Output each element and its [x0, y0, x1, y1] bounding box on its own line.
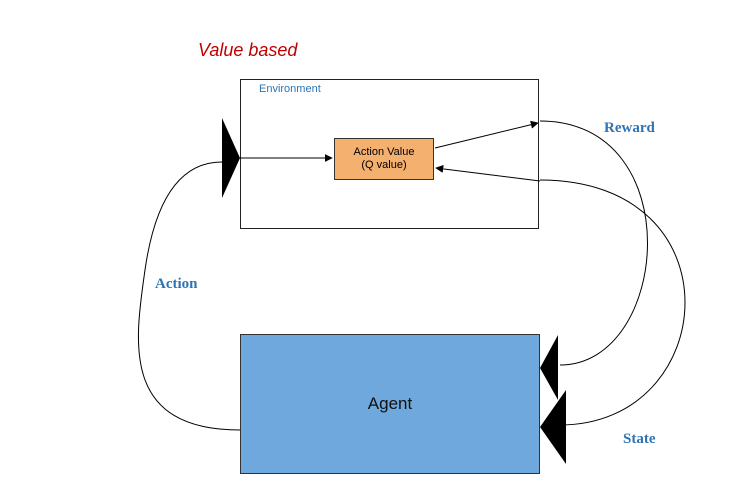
reward-arrowhead — [540, 335, 558, 400]
action-label: Action — [155, 276, 198, 292]
action-value-box: Action Value (Q value) — [334, 138, 434, 180]
reward-label: Reward — [604, 120, 655, 136]
agent-label: Agent — [367, 394, 413, 413]
reward-connector — [539, 120, 648, 366]
q-value-label: (Q value) — [361, 159, 407, 171]
environment-label: Environment — [259, 83, 321, 95]
state-label: State — [623, 431, 656, 447]
state-connector — [539, 179, 686, 426]
action-connector — [137, 161, 241, 431]
action-value-label: Action Value — [353, 146, 415, 158]
agent-box: Agent — [240, 334, 540, 474]
diagram-title: Value based — [198, 40, 298, 60]
action-arrowhead — [222, 118, 240, 198]
state-arrowhead — [540, 390, 566, 464]
qvalue-to-env-arrow — [434, 120, 539, 149]
env-to-qvalue-return-arrow — [435, 164, 541, 182]
